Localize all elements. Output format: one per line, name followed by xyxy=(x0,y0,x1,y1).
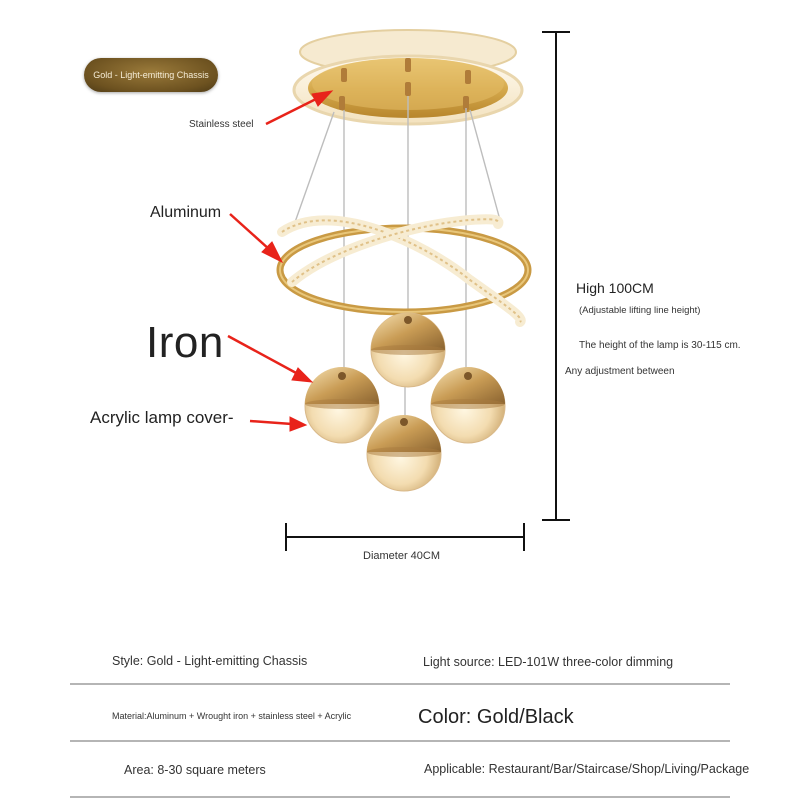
label-acrylic-cover: Acrylic lamp cover- xyxy=(90,408,234,427)
diameter-label: Diameter 40CM xyxy=(363,550,441,562)
spec-material: Material:Aluminum + Wrought iron + stain… xyxy=(112,711,352,721)
adjustable-note: (Adjustable lifting line height) xyxy=(579,305,701,316)
callout-arrows xyxy=(227,90,334,432)
height-range-note: The height of the lamp is 30-115 cm. xyxy=(579,340,741,351)
spec-color: Color: Gold/Black xyxy=(418,706,574,728)
label-stainless-steel: Stainless steel xyxy=(189,119,254,130)
spec-area: Area: 8-30 square meters xyxy=(124,763,266,777)
label-iron: Iron xyxy=(146,318,224,367)
aluminum-rings xyxy=(276,214,532,327)
globe-left xyxy=(304,367,380,444)
globe-bottom xyxy=(366,415,442,492)
spec-light-source: Light source: LED-101W three-color dimmi… xyxy=(423,655,674,669)
ceiling-canopy xyxy=(292,29,524,126)
globe-right xyxy=(430,367,506,444)
spec-divider-2 xyxy=(70,740,730,742)
spec-divider-1 xyxy=(70,683,730,685)
height-dimension-line xyxy=(542,31,570,521)
height-label: High 100CM xyxy=(576,280,654,296)
spec-applicable: Applicable: Restaurant/Bar/Staircase/Sho… xyxy=(424,762,750,776)
spec-style: Style: Gold - Light-emitting Chassis xyxy=(112,654,308,668)
diameter-dimension-line xyxy=(285,523,525,551)
label-aluminum: Aluminum xyxy=(150,204,222,221)
spec-divider-3 xyxy=(70,796,730,798)
adjustment-note: Any adjustment between xyxy=(565,366,675,377)
globe-top xyxy=(370,312,446,388)
chassis-badge: Gold - Light-emitting Chassis xyxy=(84,58,218,92)
